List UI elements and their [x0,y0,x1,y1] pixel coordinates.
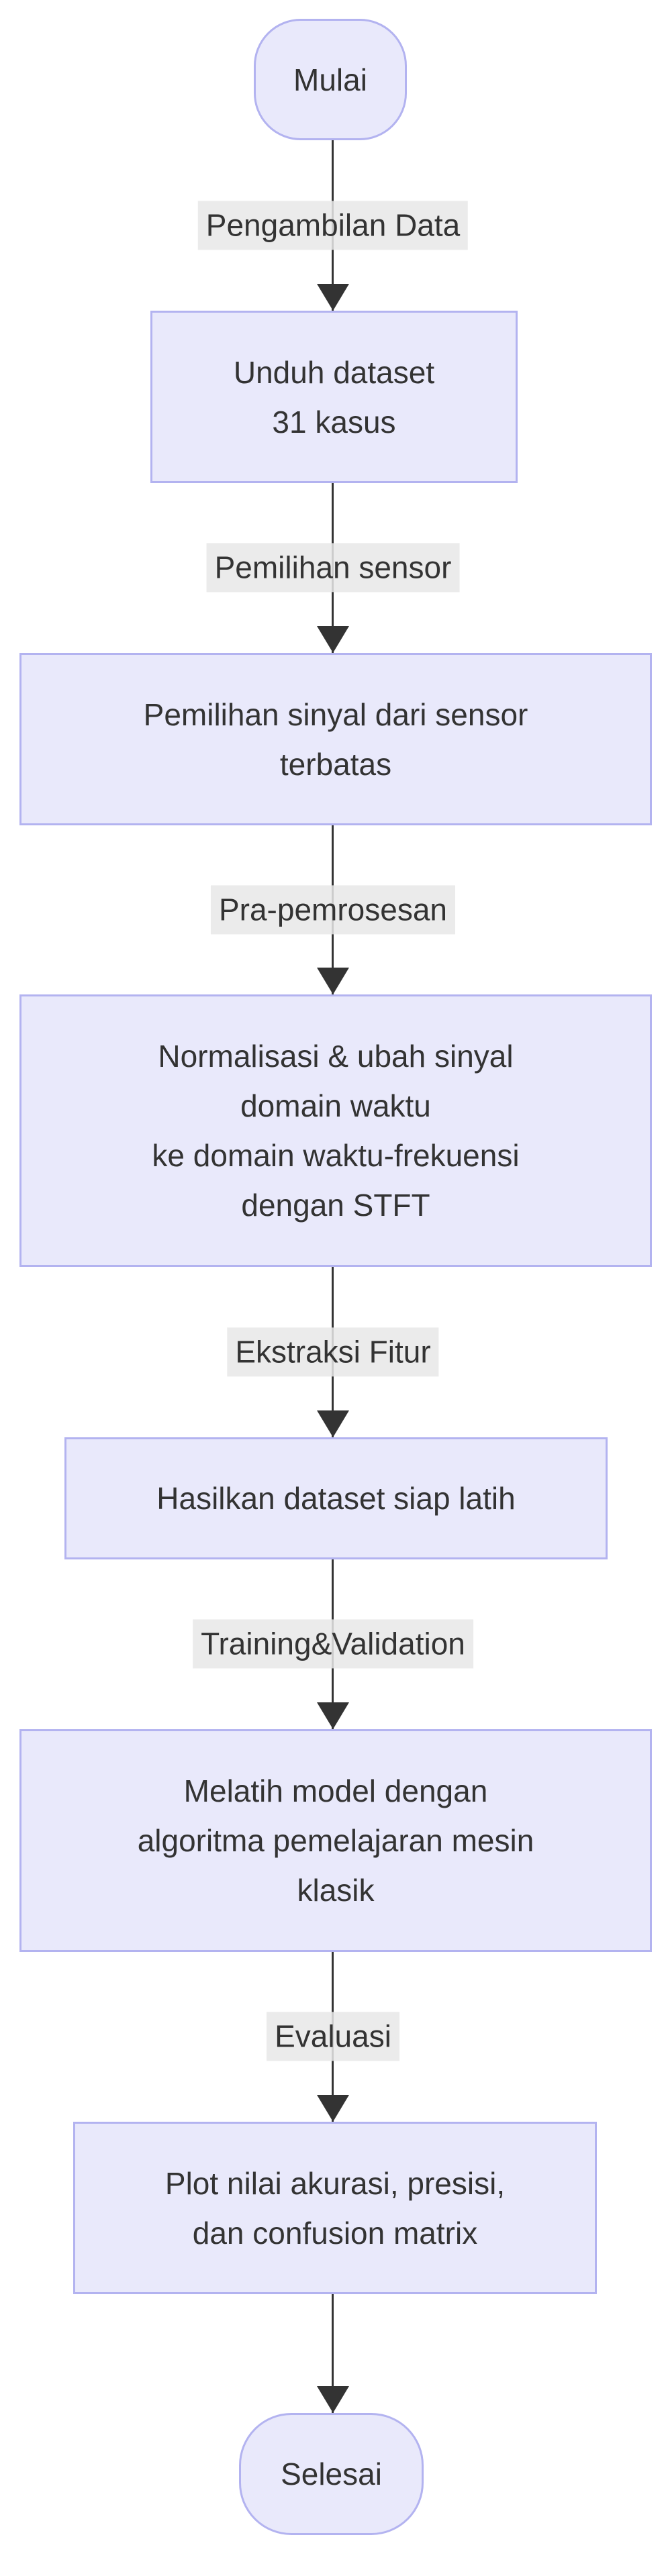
edge-label-ekstraksi-fitur: Ekstraksi Fitur [227,1327,439,1377]
arrowhead-down-icon-5 [317,1702,349,1729]
edge-label-pengambilan-data: Pengambilan Data [197,201,469,250]
edge-label-evaluasi: Evaluasi [267,2012,399,2061]
arrowhead-down-icon-1 [317,284,349,311]
arrowhead-down-icon-3 [317,968,349,994]
process-box-normalisasi-stft: Normalisasi & ubah sinyal domain waktu k… [19,994,652,1267]
start-node: Mulai [254,19,407,140]
arrowhead-down-icon-4 [317,1410,349,1437]
edge-label-pemilihan-sensor: Pemilihan sensor [206,543,460,593]
process-box-hasilkan-dataset: Hasilkan dataset siap latih [64,1437,608,1559]
process-box-unduh-dataset: Unduh dataset 31 kasus [150,311,518,483]
process-box-plot-hasil-label: Plot nilai akurasi, presisi, dan confusi… [164,2165,506,2251]
process-box-unduh-dataset-label: Unduh dataset 31 kasus [233,354,435,440]
process-box-plot-hasil: Plot nilai akurasi, presisi, dan confusi… [73,2122,597,2294]
process-box-pemilihan-sinyal: Pemilihan sinyal dari sensor terbatas [19,653,652,825]
process-box-normalisasi-stft-label: Normalisasi & ubah sinyal domain waktu k… [152,1039,520,1223]
process-box-pemilihan-sinyal-label: Pemilihan sinyal dari sensor terbatas [143,697,528,782]
process-box-melatih-model-label: Melatih model dengan algoritma pemelajar… [137,1773,534,1908]
edge-line-7 [332,2294,334,2413]
edge-label-training-validation: Training&Validation [193,1619,473,1669]
process-box-melatih-model: Melatih model dengan algoritma pemelajar… [19,1729,652,1952]
arrowhead-down-icon-6 [317,2095,349,2122]
start-node-label: Mulai [293,62,367,97]
process-box-hasilkan-dataset-label: Hasilkan dataset siap latih [156,1481,516,1516]
arrowhead-down-icon-2 [317,626,349,653]
edge-label-pra-pemrosesan: Pra-pemrosesan [210,885,456,935]
arrowhead-down-icon-7 [317,2386,349,2413]
end-node-label: Selesai [281,2457,382,2491]
end-node: Selesai [239,2413,424,2535]
